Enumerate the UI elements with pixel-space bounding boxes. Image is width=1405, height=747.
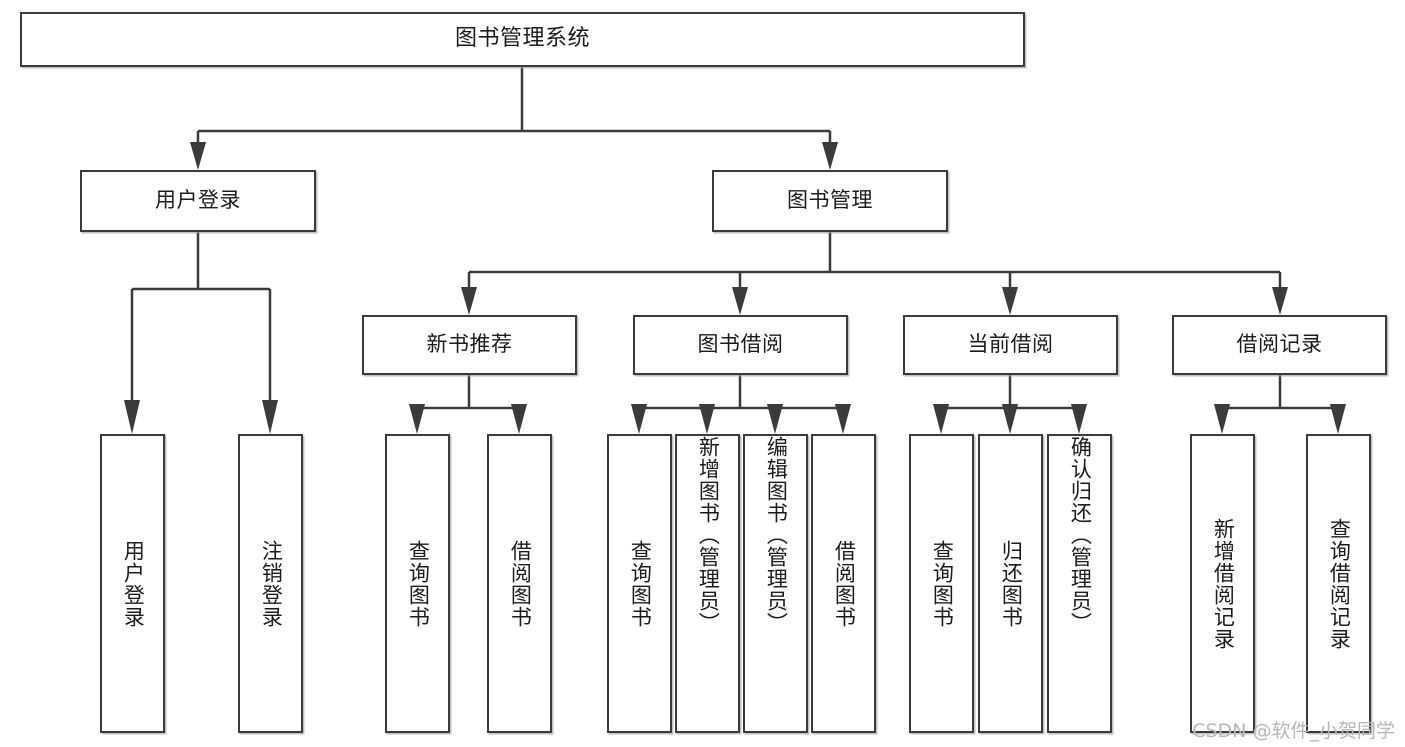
node-label: 查询借阅记录 bbox=[1327, 517, 1352, 650]
leaf-current-borrow-confirm-return-admin[interactable]: 确认归还（管理员） bbox=[1047, 434, 1112, 733]
node-label: 查询图书 bbox=[930, 539, 955, 628]
leaf-new-book-query-books[interactable]: 查询图书 bbox=[385, 434, 450, 733]
node-label: 查询图书 bbox=[406, 539, 431, 628]
node-label: 新书推荐 bbox=[426, 332, 513, 357]
node-current-borrowing[interactable]: 当前借阅 bbox=[903, 315, 1118, 375]
leaf-record-query-borrow-record[interactable]: 查询借阅记录 bbox=[1306, 434, 1371, 733]
node-label: 归还图书 bbox=[999, 539, 1024, 628]
node-label: 用户登录 bbox=[121, 539, 146, 628]
node-label: 当前借阅 bbox=[967, 332, 1054, 357]
node-book-management[interactable]: 图书管理 bbox=[712, 170, 948, 232]
node-label: 图书管理系统 bbox=[454, 26, 590, 52]
leaf-record-add-borrow-record[interactable]: 新增借阅记录 bbox=[1190, 434, 1255, 733]
node-label: 确认归还（管理员） bbox=[1068, 436, 1093, 634]
leaf-book-borrow-add-book-admin[interactable]: 新增图书（管理员） bbox=[675, 434, 740, 733]
leaf-current-borrow-query-books[interactable]: 查询图书 bbox=[909, 434, 974, 733]
leaf-user-login-login[interactable]: 用户登录 bbox=[100, 434, 165, 733]
node-label: 新增图书（管理员） bbox=[696, 436, 721, 634]
node-label: 编辑图书（管理员） bbox=[764, 436, 789, 634]
node-borrowing-records[interactable]: 借阅记录 bbox=[1172, 315, 1387, 375]
node-label: 新增借阅记录 bbox=[1211, 517, 1236, 650]
leaf-user-login-logout[interactable]: 注销登录 bbox=[238, 434, 303, 733]
leaf-book-borrow-borrow-books[interactable]: 借阅图书 bbox=[811, 434, 876, 733]
node-label: 注销登录 bbox=[259, 539, 284, 628]
node-root-book-management-system[interactable]: 图书管理系统 bbox=[20, 12, 1025, 67]
leaf-book-borrow-query-books[interactable]: 查询图书 bbox=[607, 434, 672, 733]
node-label: 图书借阅 bbox=[697, 332, 784, 357]
leaf-new-book-borrow-books[interactable]: 借阅图书 bbox=[487, 434, 552, 733]
leaf-book-borrow-edit-book-admin[interactable]: 编辑图书（管理员） bbox=[743, 434, 808, 733]
node-book-borrowing[interactable]: 图书借阅 bbox=[633, 315, 848, 375]
node-label: 借阅记录 bbox=[1236, 332, 1323, 357]
node-label: 查询图书 bbox=[628, 539, 653, 628]
watermark-text: CSDN @软件_小贺同学 bbox=[1192, 720, 1395, 742]
node-new-book-recommendation[interactable]: 新书推荐 bbox=[362, 315, 577, 375]
node-label: 借阅图书 bbox=[508, 539, 533, 628]
node-label: 用户登录 bbox=[155, 188, 241, 213]
leaf-current-borrow-return-books[interactable]: 归还图书 bbox=[978, 434, 1043, 733]
node-label: 借阅图书 bbox=[832, 539, 857, 628]
node-user-login[interactable]: 用户登录 bbox=[80, 170, 316, 232]
node-label: 图书管理 bbox=[787, 188, 873, 213]
